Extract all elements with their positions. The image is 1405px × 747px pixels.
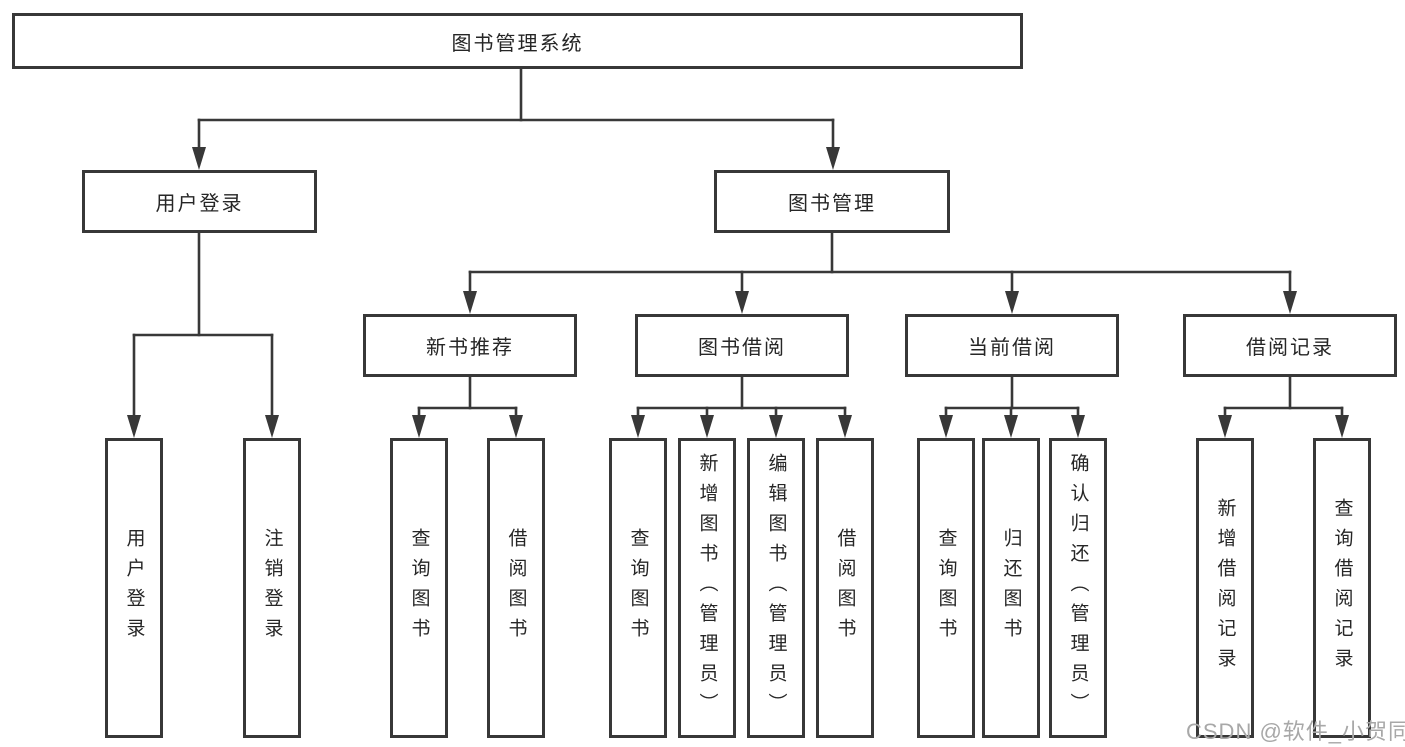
- node-label: 编辑图书（管理员）: [765, 453, 787, 723]
- leaf-borrow-books-recommend: 借阅图书: [487, 438, 545, 738]
- node-user-login: 用户登录: [82, 170, 317, 233]
- node-label: 图书借阅: [698, 337, 786, 359]
- leaf-logout: 注销登录: [243, 438, 301, 738]
- node-label: 借阅记录: [1246, 337, 1334, 359]
- node-label: 查询图书: [627, 528, 649, 648]
- node-label: 用户登录: [155, 193, 244, 215]
- node-label: 图书管理系统: [451, 32, 584, 55]
- node-label: 查询图书: [408, 528, 430, 648]
- leaf-search-books-borrowing: 查询图书: [609, 438, 667, 738]
- node-label: 新增借阅记录: [1214, 498, 1236, 678]
- leaf-search-borrow-record: 查询借阅记录: [1313, 438, 1371, 738]
- node-label: 查询借阅记录: [1331, 498, 1353, 678]
- leaf-add-books-admin: 新增图书（管理员）: [678, 438, 736, 738]
- node-label: 查询图书: [935, 528, 957, 648]
- leaf-edit-books-admin: 编辑图书（管理员）: [747, 438, 805, 738]
- node-label: 注销登录: [261, 528, 283, 648]
- node-library-management-system: 图书管理系统: [12, 13, 1023, 69]
- node-book-management: 图书管理: [714, 170, 950, 233]
- node-label: 用户登录: [123, 528, 145, 648]
- leaf-add-borrow-record: 新增借阅记录: [1196, 438, 1254, 738]
- node-new-book-recommendation: 新书推荐: [363, 314, 577, 377]
- arrowheads: [127, 147, 1349, 438]
- node-label: 图书管理: [788, 193, 876, 215]
- leaf-search-books-recommend: 查询图书: [390, 438, 448, 738]
- leaf-search-books-current: 查询图书: [917, 438, 975, 738]
- node-book-borrowing: 图书借阅: [635, 314, 849, 377]
- csdn-watermark: CSDN @软件_小贺同学: [1186, 719, 1405, 744]
- leaf-user-login: 用户登录: [105, 438, 163, 738]
- node-label: 新增图书（管理员）: [696, 453, 718, 723]
- node-label: 借阅图书: [505, 528, 527, 648]
- node-label: 归还图书: [1000, 528, 1022, 648]
- node-label: 当前借阅: [968, 337, 1056, 359]
- node-current-borrowing: 当前借阅: [905, 314, 1119, 377]
- leaf-return-books: 归还图书: [982, 438, 1040, 738]
- leaf-confirm-return-admin: 确认归还（管理员）: [1049, 438, 1107, 738]
- node-label: 借阅图书: [834, 528, 856, 648]
- leaf-borrow-books-borrowing: 借阅图书: [816, 438, 874, 738]
- node-borrowing-records: 借阅记录: [1183, 314, 1397, 377]
- node-label: 确认归还（管理员）: [1067, 453, 1089, 723]
- node-label: 新书推荐: [426, 337, 514, 359]
